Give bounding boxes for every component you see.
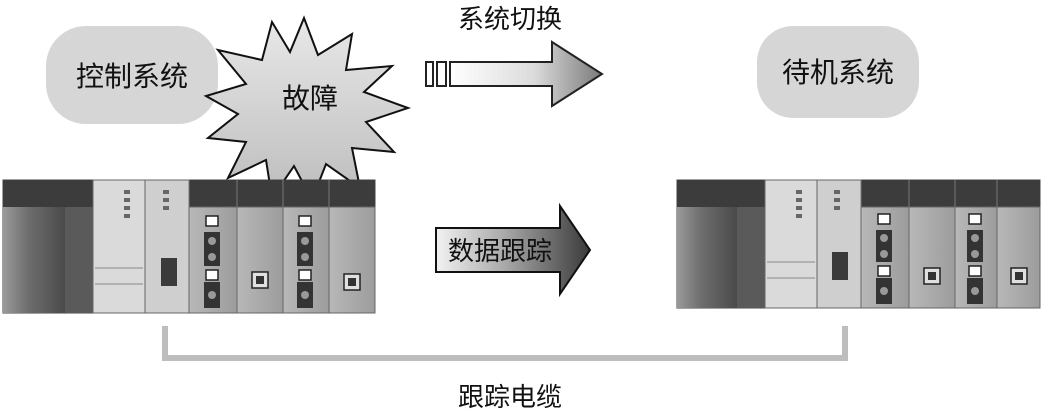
data-tracking-arrow-icon	[435, 202, 592, 298]
control-system-bubble	[46, 26, 218, 124]
fault-label: 故障	[282, 82, 338, 115]
control-system-label: 控制系统	[76, 60, 188, 93]
fault-starburst-icon	[203, 15, 412, 203]
standby-plc-rack	[676, 179, 1041, 309]
tracking-cable-line	[162, 326, 848, 361]
system-switch-label: 系统切换	[458, 5, 562, 35]
data-tracking-label: 数据跟踪	[448, 237, 552, 267]
standby-system-bubble	[757, 26, 919, 118]
control-plc-rack	[2, 179, 376, 314]
standby-system-label: 待机系统	[782, 56, 894, 89]
system-switch-arrow-icon	[425, 40, 604, 108]
tracking-cable-label: 跟踪电缆	[458, 383, 562, 413]
